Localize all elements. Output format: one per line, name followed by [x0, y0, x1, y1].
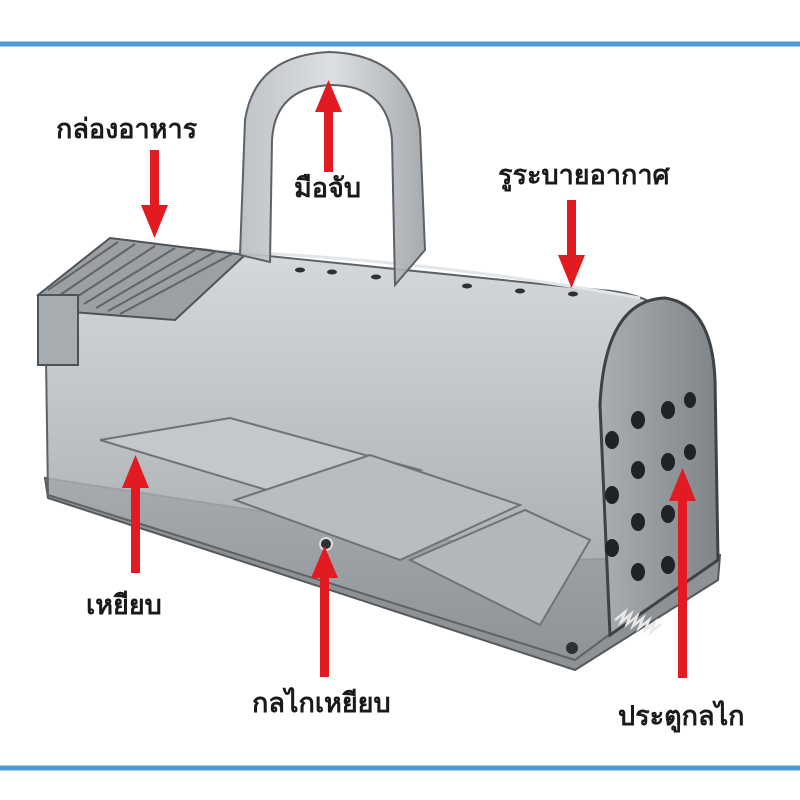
- arrows: [122, 80, 696, 678]
- label-trigger: กลไกเหยียบ: [252, 688, 391, 719]
- trap-door: [566, 296, 720, 654]
- arrow-trap-door: [669, 468, 696, 678]
- arrow-food-box: [141, 150, 168, 238]
- trap-handle: [238, 50, 427, 288]
- arrow-bait-plate: [122, 455, 149, 573]
- floor-panel-1: [231, 453, 523, 562]
- label-air-vent: รูระบายอากาศ: [498, 160, 670, 191]
- label-trap-door: ประตูกลไก: [618, 701, 745, 732]
- arrow-trigger: [311, 546, 338, 677]
- food-box: [36, 236, 248, 366]
- trigger-pin: [319, 537, 333, 551]
- label-bait-plate: เหยียบ: [86, 590, 162, 621]
- arrow-handle: [315, 80, 342, 172]
- arrow-air-vent: [558, 200, 585, 288]
- door-spring: [614, 608, 662, 636]
- label-food-box: กล่องอาหาร: [56, 114, 198, 145]
- label-handle: มือจับ: [294, 173, 361, 204]
- top-vent-holes: [295, 267, 578, 297]
- frame-border: [0, 41, 800, 771]
- mouse-trap-illustration: [36, 50, 722, 672]
- floor-panel-2: [407, 508, 592, 627]
